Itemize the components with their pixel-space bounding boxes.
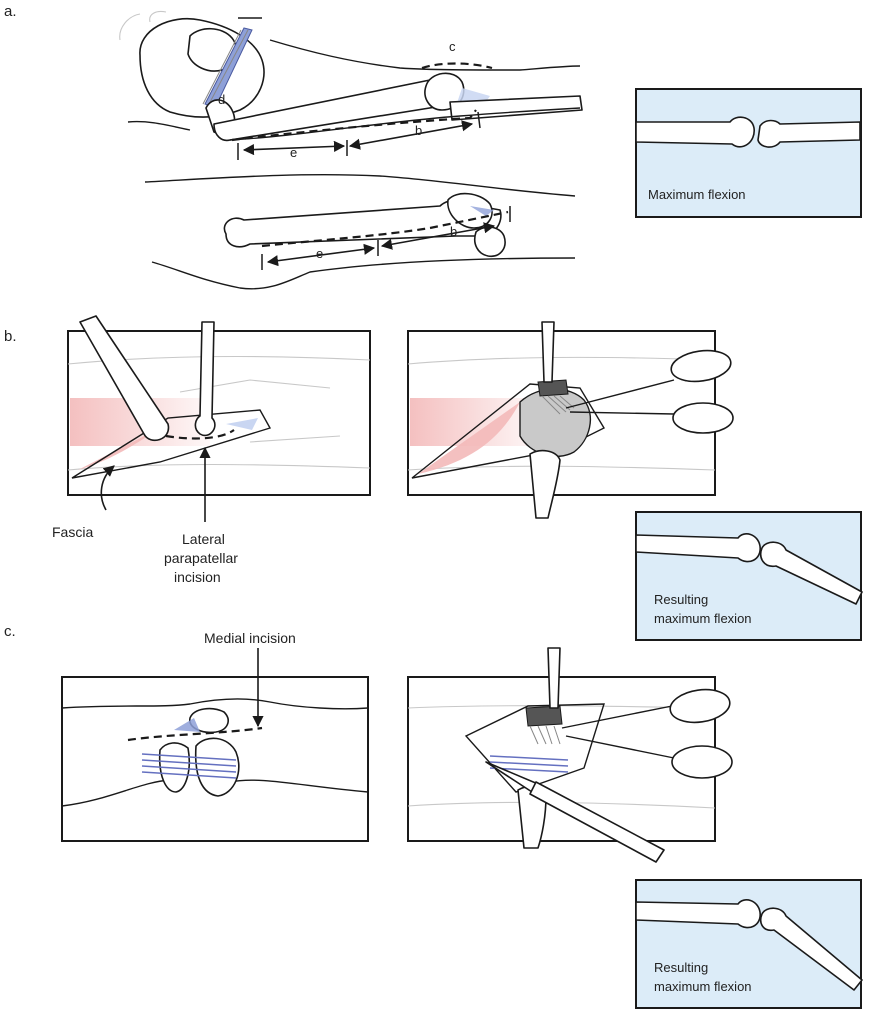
inset-c-caption-1: Resulting: [654, 960, 708, 975]
scissors-c-ring-upper: [669, 688, 731, 724]
callout-lateral-1: Lateral: [182, 531, 225, 547]
inset-tibia-a: [757, 119, 861, 148]
inset-frame-a: [635, 88, 862, 218]
scissors-c-ring-lower: [671, 745, 733, 779]
callout-lateral-2: parapatellar: [164, 550, 238, 566]
inset-max-flexion: Maximum flexion: [635, 88, 862, 218]
inset-tibia-c: [759, 907, 863, 991]
label-e-upper: e: [290, 145, 297, 160]
retractor-b-top: [541, 321, 555, 383]
panel-b: b. Fascia Lateral parapatellar incision: [4, 315, 863, 641]
inset-tibia-b: [760, 541, 863, 605]
inset-femur-c: [635, 899, 761, 929]
inset-b-caption-2: maximum flexion: [654, 611, 752, 626]
panel-c: c. Medial incision: [4, 623, 863, 1009]
label-c: c: [449, 39, 456, 54]
callout-lateral-3: incision: [174, 569, 221, 585]
scalpel-handle: [529, 781, 665, 863]
inset-a-caption: Maximum flexion: [648, 187, 746, 202]
label-b-lower: b: [450, 224, 457, 239]
inset-femur-a: [635, 116, 755, 148]
tibia-b: [529, 449, 561, 519]
panel-c-letter: c.: [4, 623, 16, 640]
panel-b-letter: b.: [4, 328, 17, 345]
condyle-c-right: [194, 737, 240, 797]
tibial-plateau: [473, 226, 506, 258]
inset-femur-b: [635, 533, 761, 563]
joint-capsule: [519, 388, 591, 457]
inset-b-caption-1: Resulting: [654, 592, 708, 607]
inset-resulting-flexion-c: Resulting maximum flexion: [635, 879, 863, 1009]
medial-incision-line: [127, 726, 263, 742]
label-b-upper: b: [415, 123, 422, 138]
callout-fascia: Fascia: [52, 524, 93, 540]
panel-a-lower-leg: b e: [144, 173, 576, 290]
panel-c-right: [407, 647, 733, 863]
label-e-lower: e: [316, 246, 323, 261]
panel-a: a.: [4, 3, 862, 290]
patella-medial: [447, 192, 493, 229]
panel-a-upper-leg: c d b e: [119, 10, 583, 160]
inset-c-caption-2: maximum flexion: [654, 979, 752, 994]
panel-c-left: Medial incision: [61, 630, 369, 842]
retractor-b-center: [194, 321, 216, 437]
panel-b-right: [407, 321, 734, 519]
panel-b-left: Fascia Lateral parapatellar incision: [52, 315, 371, 585]
panel-a-letter: a.: [4, 3, 17, 20]
scissors-ring-upper: [670, 349, 732, 383]
incision-be-upper: [231, 109, 477, 142]
incision-c: [421, 62, 493, 70]
retractor-c-top: [547, 647, 561, 709]
inset-resulting-flexion-b: Resulting maximum flexion: [635, 511, 863, 641]
label-d: d: [218, 92, 225, 107]
retractor-b-left: [79, 315, 170, 442]
ligament-lines-c: [141, 753, 237, 779]
callout-medial-incision: Medial incision: [204, 630, 296, 646]
scissors-ring-lower: [672, 402, 734, 434]
